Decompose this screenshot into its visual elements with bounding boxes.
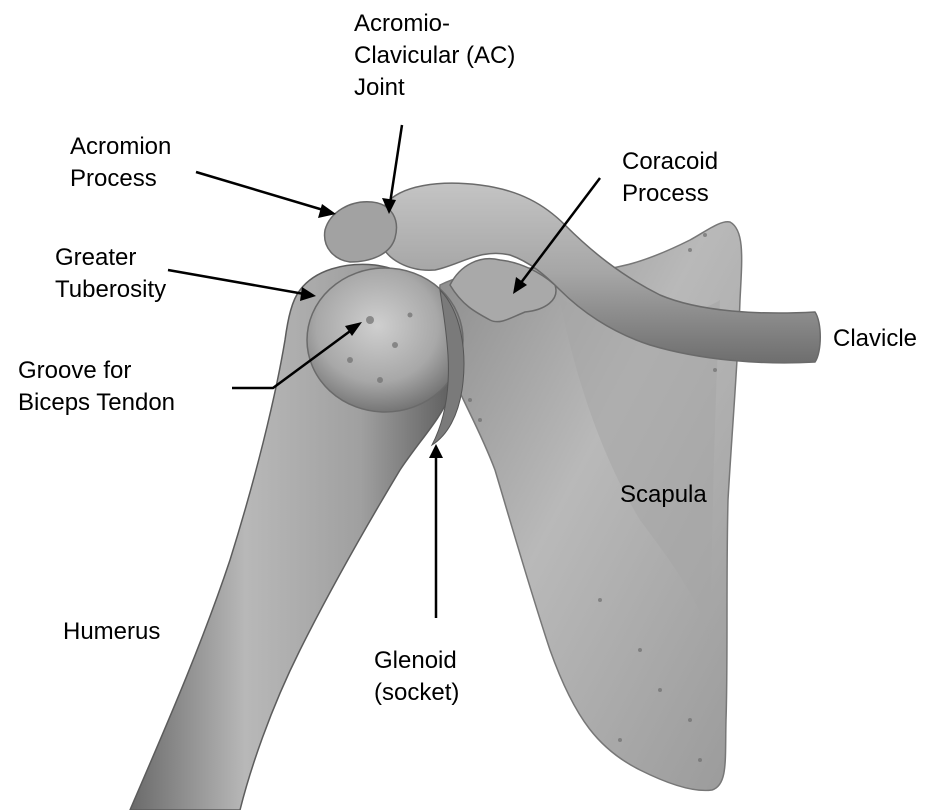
label-ac-joint-line-3: Joint bbox=[354, 72, 515, 104]
label-scapula: Scapula bbox=[620, 479, 707, 511]
label-greater-tuberosity: Greater Tuberosity bbox=[55, 242, 166, 306]
leader-greater-tuberosity bbox=[168, 270, 310, 295]
label-groove-line-2: Biceps Tendon bbox=[18, 387, 175, 419]
label-ac-joint: Acromio- Clavicular (AC) Joint bbox=[354, 8, 515, 104]
leader-acromion bbox=[196, 172, 330, 212]
label-humerus: Humerus bbox=[63, 616, 160, 648]
label-clavicle-line-1: Clavicle bbox=[833, 323, 917, 355]
label-coracoid-line-2: Process bbox=[622, 178, 718, 210]
label-clavicle: Clavicle bbox=[833, 323, 917, 355]
acromion-bone bbox=[325, 202, 397, 262]
label-glenoid-line-2: (socket) bbox=[374, 677, 459, 709]
label-ac-joint-line-1: Acromio- bbox=[354, 8, 515, 40]
label-greater-tuberosity-line-1: Greater bbox=[55, 242, 166, 274]
label-coracoid-line-1: Coracoid bbox=[622, 146, 718, 178]
label-ac-joint-line-2: Clavicular (AC) bbox=[354, 40, 515, 72]
label-scapula-line-1: Scapula bbox=[620, 479, 707, 511]
label-groove: Groove for Biceps Tendon bbox=[18, 355, 175, 419]
label-greater-tuberosity-line-2: Tuberosity bbox=[55, 274, 166, 306]
label-glenoid-line-1: Glenoid bbox=[374, 645, 459, 677]
label-acromion: Acromion Process bbox=[70, 131, 171, 195]
label-acromion-line-1: Acromion bbox=[70, 131, 171, 163]
label-groove-line-1: Groove for bbox=[18, 355, 175, 387]
label-coracoid: Coracoid Process bbox=[622, 146, 718, 210]
label-humerus-line-1: Humerus bbox=[63, 616, 160, 648]
label-glenoid: Glenoid (socket) bbox=[374, 645, 459, 709]
label-acromion-line-2: Process bbox=[70, 163, 171, 195]
